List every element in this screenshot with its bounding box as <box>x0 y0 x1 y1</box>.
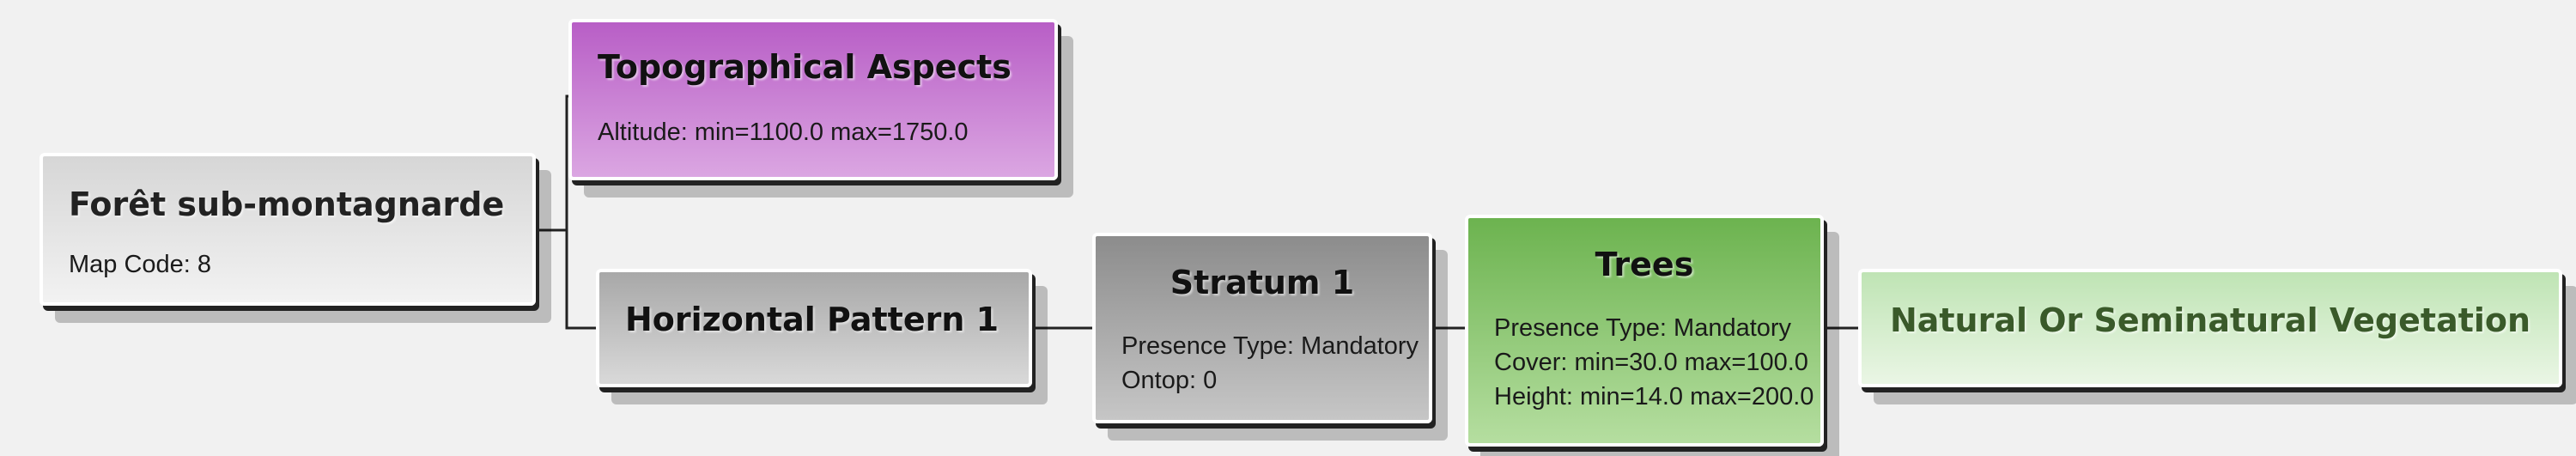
attribute-presence-type: Presence Type: Mandatory <box>1121 332 1419 360</box>
node-natural-vegetation[interactable]: Natural Or Seminatural Vegetation <box>1858 269 2562 387</box>
node-title: Trees <box>1595 246 1694 283</box>
node-topographical-aspects[interactable]: Topographical Aspects Altitude: min=1100… <box>568 19 1058 180</box>
node-title: Topographical Aspects <box>598 48 1012 86</box>
attribute-cover: Cover: min=30.0 max=100.0 <box>1494 349 1808 376</box>
node-trees[interactable]: Trees Presence Type: Mandatory Cover: mi… <box>1465 215 1824 447</box>
node-stratum[interactable]: Stratum 1 Presence Type: Mandatory Ontop… <box>1092 233 1432 423</box>
node-title: Natural Or Seminatural Vegetation <box>1889 301 2531 339</box>
attribute-altitude: Altitude: min=1100.0 max=1750.0 <box>598 119 969 146</box>
attribute-map-code: Map Code: 8 <box>69 251 212 278</box>
node-horizontal-pattern[interactable]: Horizontal Pattern 1 <box>596 269 1032 387</box>
node-foret-sub-montagnarde[interactable]: Forêt sub-montagnarde Map Code: 8 <box>39 153 536 306</box>
node-title: Forêt sub-montagnarde <box>69 185 505 223</box>
node-title: Stratum 1 <box>1170 264 1355 301</box>
attribute-height: Height: min=14.0 max=200.0 <box>1494 383 1814 410</box>
node-title: Horizontal Pattern 1 <box>625 301 999 338</box>
node-attributes: Altitude: min=1100.0 max=1750.0 <box>598 115 969 149</box>
node-attributes: Map Code: 8 <box>69 247 211 282</box>
node-attributes: Presence Type: Mandatory Ontop: 0 <box>1121 329 1419 398</box>
connector-root-branch <box>536 94 596 330</box>
attribute-presence-type: Presence Type: Mandatory <box>1494 314 1792 342</box>
node-attributes: Presence Type: Mandatory Cover: min=30.0… <box>1494 311 1814 414</box>
attribute-ontop: Ontop: 0 <box>1121 367 1218 394</box>
